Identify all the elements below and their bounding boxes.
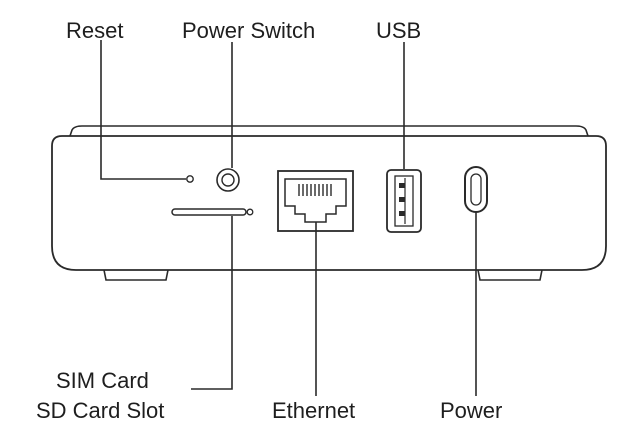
reset-leader-line <box>100 40 186 180</box>
sim-card-label: SIM Card <box>56 368 149 393</box>
sim-sd-slot <box>171 208 254 216</box>
reset-pinhole <box>186 175 194 183</box>
usb-label: USB <box>376 18 422 43</box>
usb-port <box>386 169 422 233</box>
sim-sd-leader-line <box>191 216 233 390</box>
leader-lines <box>100 40 477 396</box>
power-switch-label: Power Switch <box>182 18 316 43</box>
power-switch-button <box>216 168 240 192</box>
device-lid <box>69 125 589 137</box>
sd-card-slot-label: SD Card Slot <box>36 398 165 423</box>
device-body <box>51 135 607 271</box>
ethernet-label: Ethernet <box>272 398 356 423</box>
reset-label: Reset <box>66 18 124 43</box>
device-foot-left <box>103 269 169 281</box>
device-foot-right <box>477 269 543 281</box>
power-label: Power <box>440 398 503 423</box>
